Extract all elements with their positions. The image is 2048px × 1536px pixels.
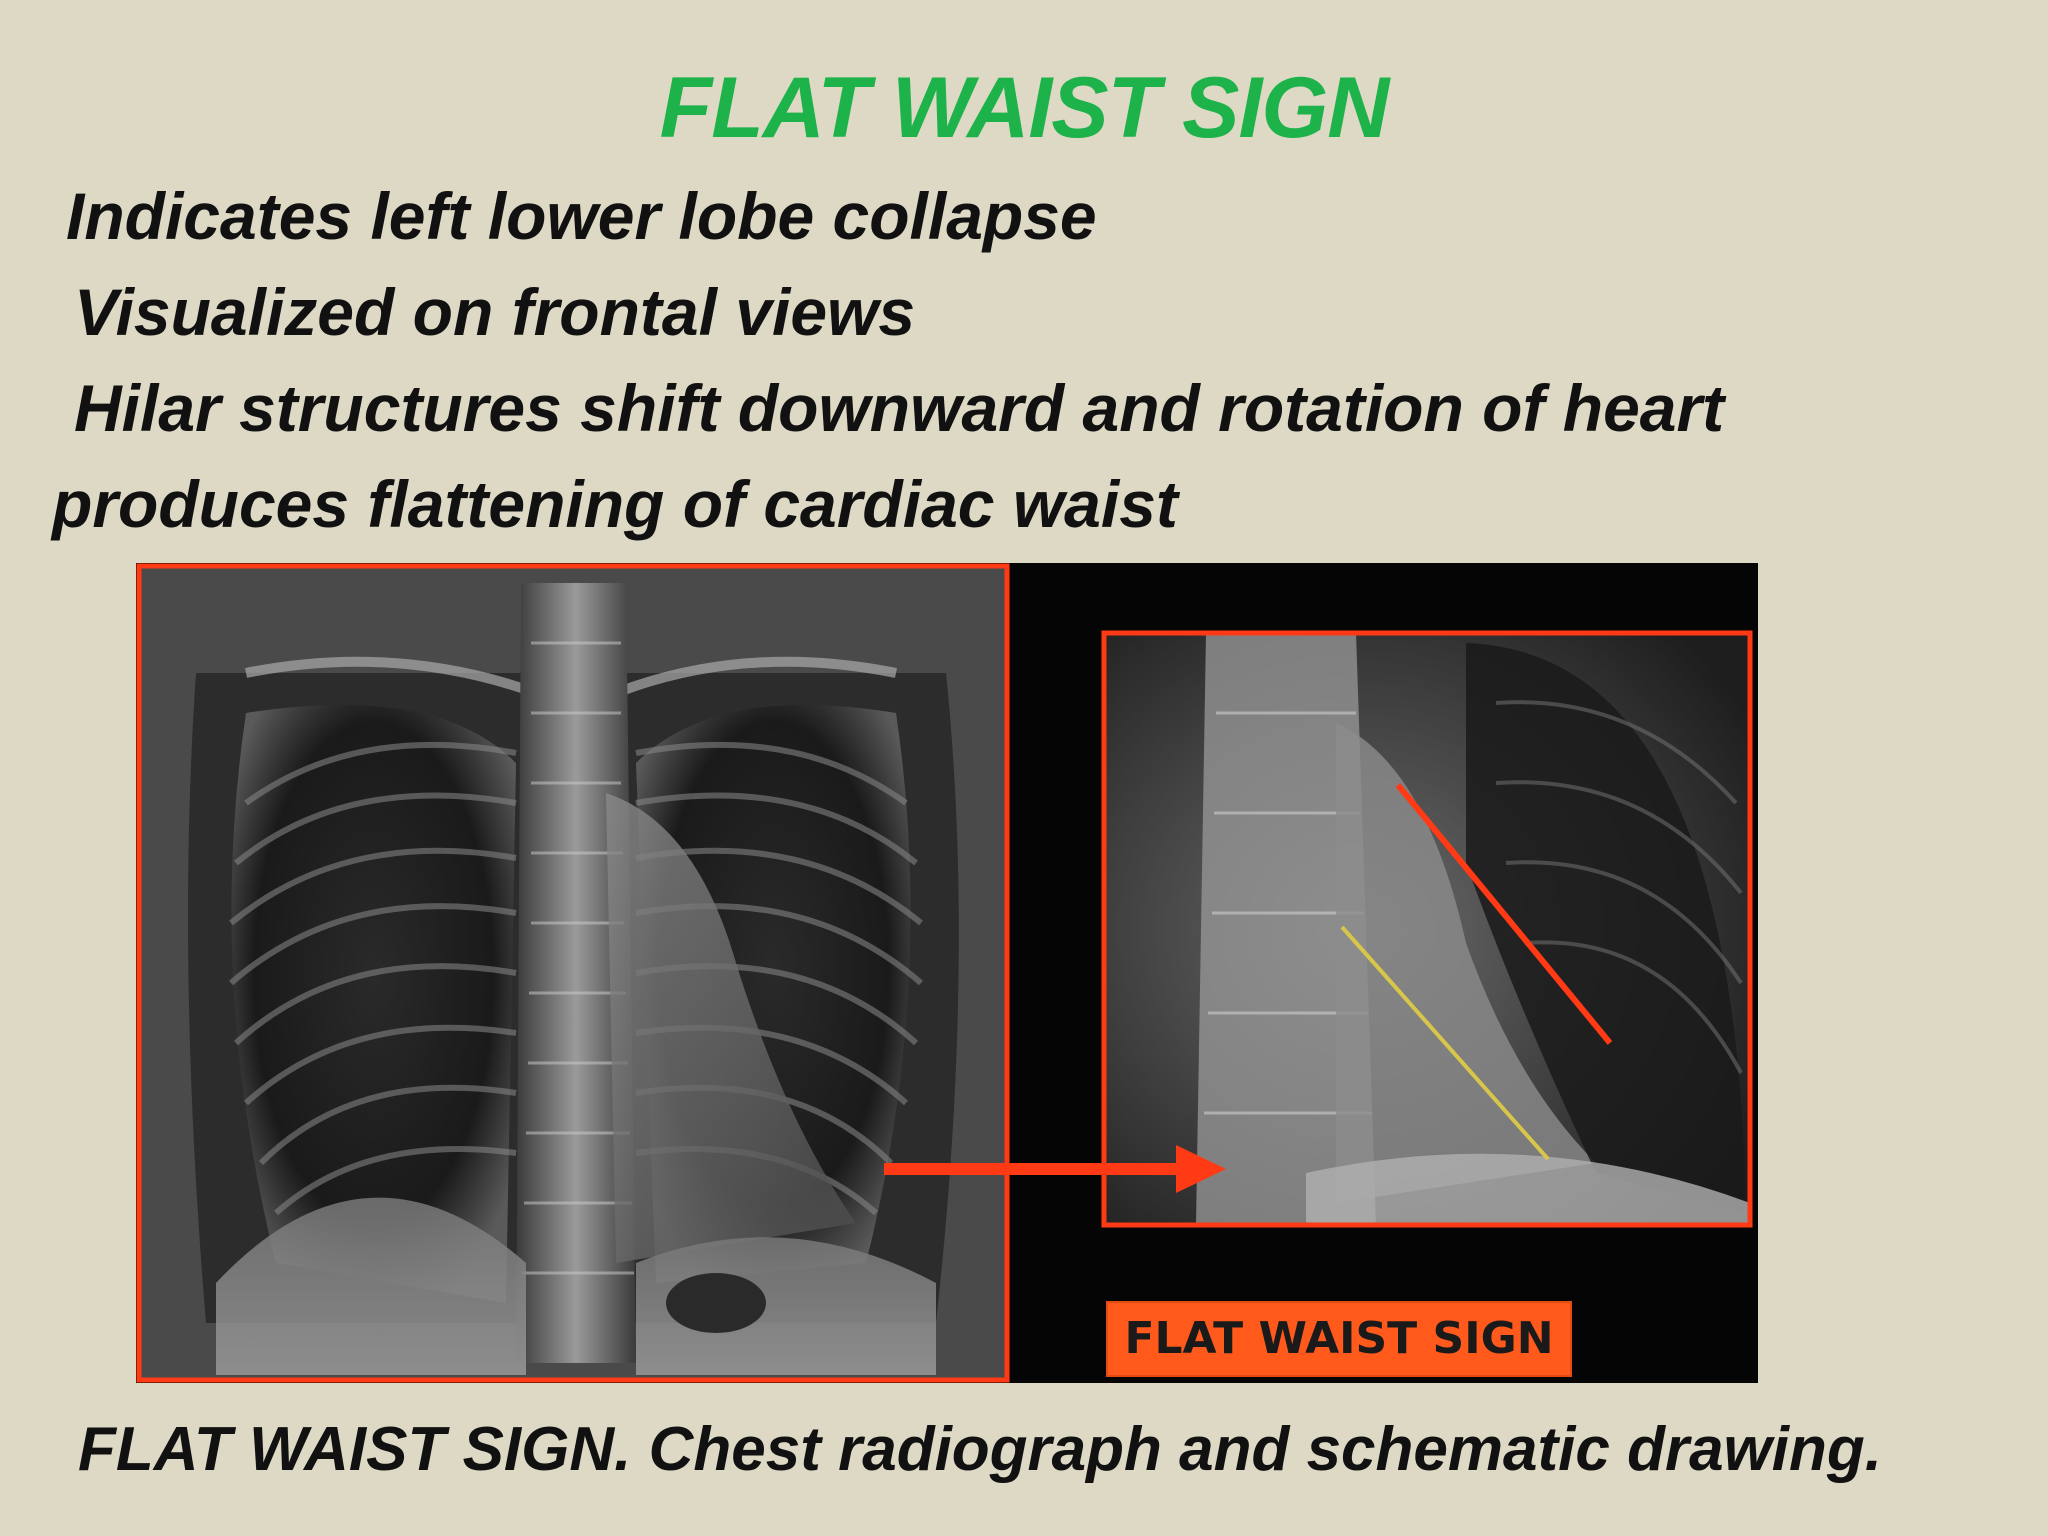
- pointer-arrow: [884, 1145, 1226, 1193]
- bullet-frontal-views: Visualized on frontal views: [74, 275, 916, 349]
- bullet-left-lower-lobe: Indicates left lower lobe collapse: [66, 179, 1097, 253]
- slide-title: FLAT WAIST SIGN: [659, 60, 1390, 156]
- bullet-hilar-shift: Hilar structures shift downward and rota…: [74, 371, 1725, 445]
- bullet-cardiac-waist: produces flattening of cardiac waist: [52, 467, 1178, 541]
- radiograph-figure: FLAT WAIST SIGN: [136, 563, 1758, 1383]
- figure-caption: FLAT WAIST SIGN. Chest radiograph and sc…: [78, 1415, 1882, 1484]
- schematic-zoom: [1101, 630, 1753, 1228]
- figure-label: FLAT WAIST SIGN: [1106, 1301, 1572, 1377]
- radiograph-svg: [136, 563, 1753, 1383]
- chest-radiograph: [136, 563, 1010, 1383]
